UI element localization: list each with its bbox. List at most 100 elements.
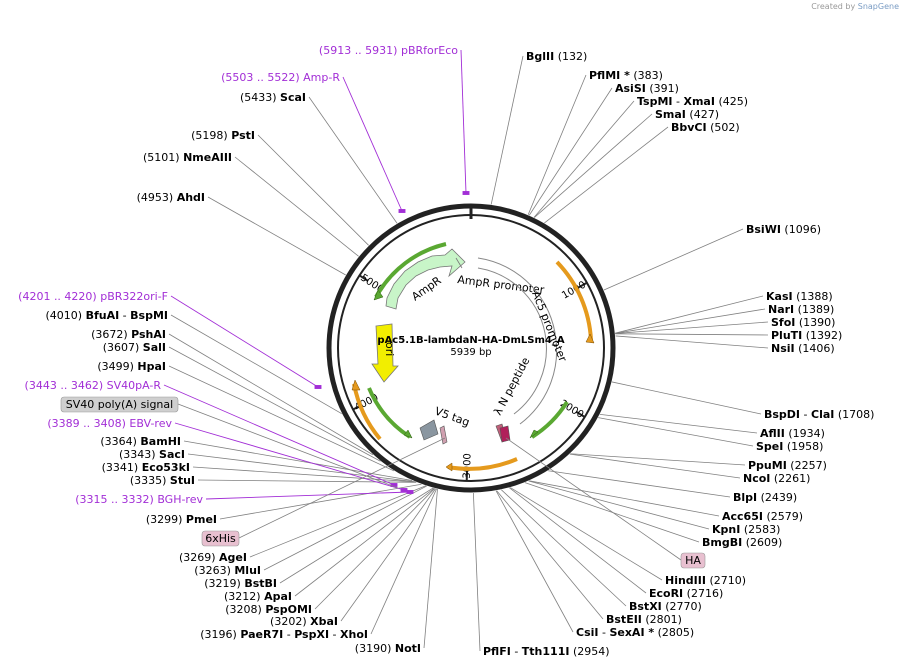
enzyme-site-label[interactable]: (3202) XbaI bbox=[270, 615, 338, 628]
enzyme-site-label[interactable]: PluTI (1392) bbox=[771, 329, 842, 342]
primer-label[interactable]: (3315 .. 3332) BGH-rev bbox=[75, 493, 203, 506]
primer-label[interactable]: (3389 .. 3408) EBV-rev bbox=[47, 417, 172, 430]
enzyme-connector bbox=[533, 100, 635, 218]
enzyme-site-label[interactable]: SmaI (427) bbox=[655, 108, 719, 121]
enzyme-separator: - bbox=[119, 309, 130, 322]
enzyme-site-label[interactable]: NsiI (1406) bbox=[771, 342, 835, 355]
enzyme-site-label[interactable]: NcoI (2261) bbox=[743, 472, 810, 485]
enzyme-site-label[interactable]: (3499) HpaI bbox=[97, 360, 166, 373]
enzyme-site-label[interactable]: BmgBI (2609) bbox=[702, 536, 782, 549]
enzyme-site-label[interactable]: BsiWI (1096) bbox=[746, 223, 821, 236]
feature-box[interactable] bbox=[201, 530, 240, 547]
enzyme-site-label[interactable]: EcoRI (2716) bbox=[649, 587, 723, 600]
enzyme-name: SpeI bbox=[756, 440, 783, 453]
ori-feature-arrow[interactable] bbox=[371, 323, 399, 383]
enzyme-site-label[interactable]: (3219) BstBI bbox=[204, 577, 277, 590]
ha-marker[interactable] bbox=[499, 425, 511, 443]
enzyme-site-label[interactable]: (4010) BfuAI - BspMI bbox=[45, 309, 168, 322]
enzyme-site-label[interactable]: PpuMI (2257) bbox=[748, 459, 827, 472]
enzyme-position: (3219) bbox=[204, 577, 244, 590]
snapgene-logo: SnapGene bbox=[857, 2, 899, 11]
enzyme-site-label[interactable]: (3341) Eco53kI bbox=[102, 461, 190, 474]
enzyme-connector bbox=[294, 487, 435, 597]
primer-binding-mark bbox=[462, 191, 470, 195]
primer-label[interactable]: (4201 .. 4220) pBR322ori-F bbox=[18, 290, 168, 303]
enzyme-position: (2710) bbox=[706, 574, 746, 587]
feature-box[interactable] bbox=[60, 396, 179, 413]
enzyme-position: (1388) bbox=[793, 290, 833, 303]
enzyme-site-label[interactable]: (4953) AhdI bbox=[137, 191, 205, 204]
enzyme-name: PaeR7I bbox=[240, 628, 283, 641]
enzyme-site-label[interactable]: AsiSI (391) bbox=[615, 82, 679, 95]
enzyme-site-label[interactable]: PflFI - Tth111I (2954) bbox=[483, 645, 610, 658]
enzyme-position: (2770) bbox=[662, 600, 702, 613]
enzyme-connector bbox=[598, 417, 754, 447]
enzyme-site-label[interactable]: BstEII (2801) bbox=[606, 613, 682, 626]
enzyme-connector bbox=[308, 96, 398, 224]
enzyme-position: (427) bbox=[686, 108, 719, 121]
v5-tag-label: V5 tag bbox=[433, 405, 471, 430]
ac5-promoter-arc[interactable] bbox=[477, 257, 558, 425]
enzyme-site-label[interactable]: (3212) ApaI bbox=[224, 590, 292, 603]
enzyme-site-label[interactable]: (3607) SalI bbox=[103, 341, 166, 354]
enzyme-site-label[interactable]: (3343) SacI bbox=[119, 448, 185, 461]
enzyme-name: XhoI bbox=[340, 628, 368, 641]
enzyme-site-label[interactable]: (3196) PaeR7I - PspXI - XhoI bbox=[200, 628, 368, 641]
enzyme-connector bbox=[219, 483, 422, 520]
enzyme-site-label[interactable]: BstXI (2770) bbox=[629, 600, 702, 613]
enzyme-name: EcoRI bbox=[649, 587, 683, 600]
enzyme-site-label[interactable]: (5101) NmeAIII bbox=[143, 151, 232, 164]
enzyme-site-label[interactable]: (3263) MluI bbox=[194, 564, 261, 577]
enzyme-site-label[interactable]: BbvCI (502) bbox=[671, 121, 740, 134]
enzyme-connector-lines bbox=[168, 55, 769, 652]
enzyme-site-label[interactable]: SpeI (1958) bbox=[756, 440, 823, 453]
enzyme-site-label[interactable]: BspDI - ClaI (1708) bbox=[764, 408, 874, 421]
enzyme-site-label[interactable]: HindIII (2710) bbox=[665, 574, 746, 587]
enzyme-site-label[interactable]: (5433) ScaI bbox=[240, 91, 306, 104]
enzyme-site-label[interactable]: TspMI - XmaI (425) bbox=[637, 95, 748, 108]
enzyme-site-label[interactable]: (5198) PstI bbox=[191, 129, 255, 142]
enzyme-site-label[interactable]: (3364) BamHI bbox=[100, 435, 181, 448]
enzyme-site-label[interactable]: (3299) PmeI bbox=[146, 513, 217, 526]
enzyme-connector bbox=[509, 487, 647, 594]
enzyme-site-label[interactable]: (3672) PshAI bbox=[91, 328, 166, 341]
enzyme-site-label[interactable]: KasI (1388) bbox=[766, 290, 833, 303]
primer-label[interactable]: (5913 .. 5931) pBRforEco bbox=[319, 44, 458, 57]
enzyme-site-label[interactable]: (3190) NotI bbox=[355, 642, 421, 655]
enzyme-site-label[interactable]: BglII (132) bbox=[526, 50, 587, 63]
enzyme-position: (1934) bbox=[785, 427, 825, 440]
enzyme-name: MluI bbox=[234, 564, 261, 577]
enzyme-connector bbox=[544, 126, 669, 224]
enzyme-connector bbox=[615, 333, 769, 336]
enzyme-position: (3607) bbox=[103, 341, 143, 354]
enzyme-site-label[interactable]: (3208) PspOMI bbox=[225, 603, 312, 616]
primer-label[interactable]: (5503 .. 5522) Amp-R bbox=[221, 71, 340, 84]
ampr-feature-arrow[interactable] bbox=[385, 248, 466, 310]
enzyme-site-label[interactable]: AflII (1934) bbox=[760, 427, 825, 440]
enzyme-site-label[interactable]: BlpI (2439) bbox=[733, 491, 797, 504]
enzyme-connector bbox=[314, 488, 436, 610]
enzyme-position: (3202) bbox=[270, 615, 310, 628]
enzyme-name: AhdI bbox=[177, 191, 205, 204]
his-tag-marker[interactable] bbox=[439, 425, 448, 445]
enzyme-position: (5433) bbox=[240, 91, 280, 104]
enzyme-position: (3263) bbox=[194, 564, 234, 577]
enzyme-site-label[interactable]: PflMI * (383) bbox=[589, 69, 663, 82]
green-region-2 bbox=[530, 400, 569, 439]
enzyme-site-label[interactable]: Acc65I (2579) bbox=[722, 510, 803, 523]
lambda-n-label: λ N peptide bbox=[491, 355, 532, 417]
primer-label[interactable]: (3443 .. 3462) SV40pA-R bbox=[25, 379, 162, 392]
enzyme-site-label[interactable]: CsiI - SexAI * (2805) bbox=[576, 626, 694, 639]
enzyme-site-label[interactable]: SfoI (1390) bbox=[771, 316, 835, 329]
enzyme-site-label[interactable]: KpnI (2583) bbox=[712, 523, 780, 536]
orange-region-2 bbox=[447, 457, 518, 471]
orange-region-2-head bbox=[445, 462, 453, 472]
enzyme-name: NmeAIII bbox=[183, 151, 232, 164]
enzyme-site-label[interactable]: (3335) StuI bbox=[130, 474, 195, 487]
feature-box[interactable] bbox=[680, 552, 706, 569]
enzyme-name: AsiSI bbox=[615, 82, 646, 95]
enzyme-site-label[interactable]: (3269) AgeI bbox=[179, 551, 247, 564]
enzyme-name: ScaI bbox=[280, 91, 306, 104]
v5-tag-marker[interactable] bbox=[419, 419, 439, 441]
enzyme-site-label[interactable]: NarI (1389) bbox=[768, 303, 834, 316]
